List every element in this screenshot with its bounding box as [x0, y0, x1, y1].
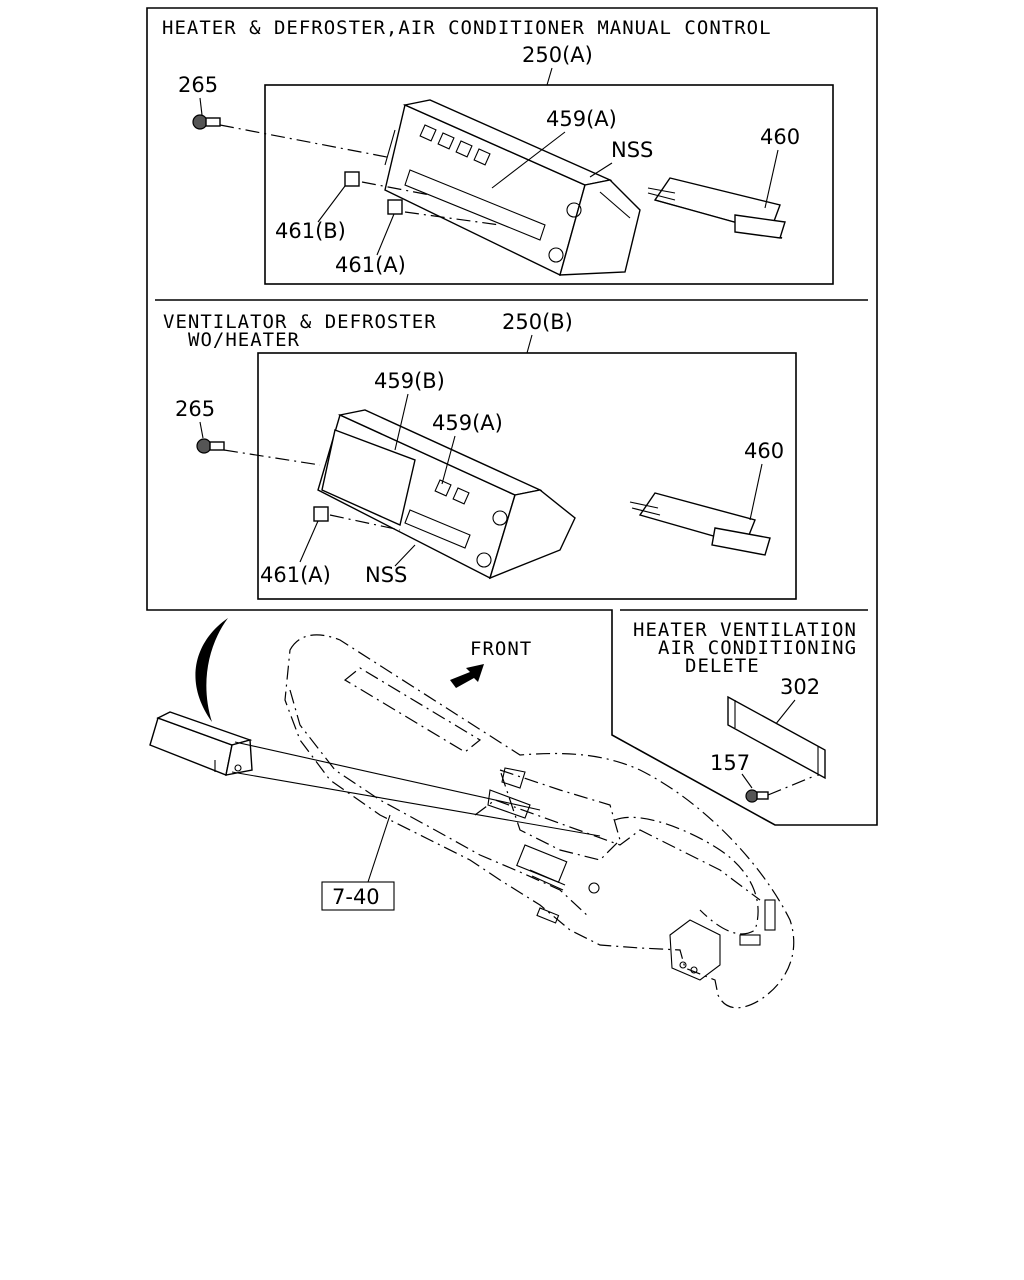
- front-arrow-icon: [450, 664, 484, 688]
- callout-461b: 461(B): [275, 219, 346, 243]
- delete-title-line3: DELETE: [685, 655, 760, 677]
- leader-459a-middle: [441, 435, 456, 485]
- callout-459a-top: 459(A): [546, 107, 617, 131]
- module-460-top: [647, 177, 786, 239]
- callout-7-40: 7-40: [332, 885, 380, 909]
- callout-nss-top: NSS: [611, 138, 653, 162]
- dashboard: [284, 634, 795, 1009]
- delete-title-line1: HEATER VENTILATION: [633, 619, 857, 641]
- screw-icon: [192, 114, 221, 130]
- callout-459b: 459(B): [374, 369, 445, 393]
- clip-axis-middle: [329, 514, 401, 531]
- screw-axis-top: [219, 124, 393, 159]
- screw-axis-middle: [223, 449, 321, 466]
- screw-icon-middle: [196, 438, 225, 454]
- callout-302: 302: [780, 675, 820, 699]
- diagram-frame: [146, 7, 878, 826]
- clip-461b: [344, 171, 360, 187]
- leader-265-middle: [199, 421, 204, 439]
- middle-section-title-line2: WO/HEATER: [188, 329, 300, 351]
- callout-461a-middle: 461(A): [260, 563, 331, 587]
- leader-302: [774, 699, 796, 726]
- leader-459a-top: [491, 131, 566, 189]
- leader-265-top: [199, 97, 203, 116]
- callout-157: 157: [710, 751, 750, 775]
- assembly-axis-2: [231, 771, 601, 837]
- blank-panel-302: [727, 695, 826, 780]
- callout-265-middle: 265: [175, 397, 215, 421]
- leader-nss-middle: [394, 544, 416, 567]
- callout-460-top: 460: [760, 125, 800, 149]
- control-panel-250b: [317, 409, 576, 580]
- leader-250b: [526, 334, 533, 354]
- screw-axis-157: [767, 776, 813, 796]
- callout-250b: 250(B): [502, 310, 573, 334]
- clip-461a: [387, 199, 403, 215]
- leader-461a-top: [376, 213, 395, 256]
- callout-265-top: 265: [178, 73, 218, 97]
- clip-461a-middle: [313, 506, 329, 522]
- module-460-middle: [629, 492, 771, 556]
- callout-250a: 250(A): [522, 43, 593, 67]
- callout-460-middle: 460: [744, 439, 784, 463]
- top-section-title: HEATER & DEFROSTER,AIR CONDITIONER MANUA…: [162, 17, 772, 39]
- clip-axis-1: [361, 181, 431, 196]
- callout-459a-middle: 459(A): [432, 411, 503, 435]
- removed-control-unit: [149, 711, 253, 776]
- leader-nss-top: [589, 162, 613, 178]
- leader-157: [741, 773, 753, 789]
- callout-nss-middle: NSS: [365, 563, 407, 587]
- front-label: FRONT: [470, 638, 532, 660]
- screw-icon-157: [745, 789, 769, 803]
- reference-box-7-40: [321, 881, 395, 911]
- middle-section-title-line1: VENTILATOR & DEFROSTER: [163, 311, 437, 333]
- leader-459b: [394, 393, 409, 451]
- middle-detail-box: [257, 352, 797, 600]
- leader-460-middle: [749, 463, 763, 521]
- clip-axis-2: [404, 211, 501, 226]
- leader-461b: [317, 185, 346, 223]
- leader-460-top: [764, 149, 779, 209]
- assembly-axis-1: [234, 741, 541, 811]
- pointer-arc: [195, 618, 228, 722]
- delete-title-line2: AIR CONDITIONING: [658, 637, 857, 659]
- control-panel-250a: [384, 99, 641, 276]
- leader-461a-middle: [299, 520, 319, 563]
- top-detail-box: [264, 84, 834, 285]
- leader-7-40: [367, 814, 391, 883]
- leader-250a: [546, 67, 553, 86]
- callout-461a-top: 461(A): [335, 253, 406, 277]
